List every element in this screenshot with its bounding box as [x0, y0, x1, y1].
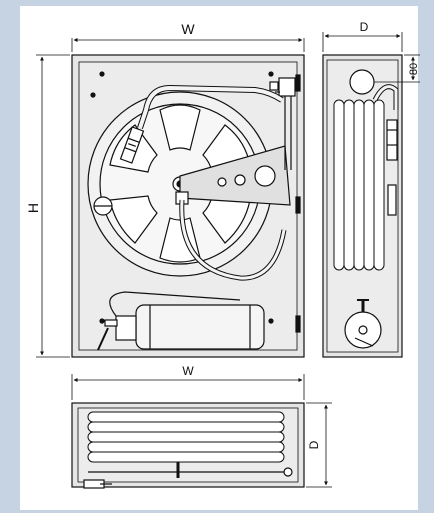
- stop-valve: [278, 77, 296, 97]
- side-valve-opening: [349, 69, 375, 95]
- side-depth-label: D: [360, 20, 369, 34]
- top-hose-coil: [87, 411, 285, 463]
- front-height-dimension: [36, 54, 70, 358]
- top-depth-label: D: [307, 440, 321, 449]
- side-depth-dimension: [322, 32, 403, 52]
- front-hinge-middle: [295, 196, 301, 214]
- side-offset-dimension: [374, 54, 420, 83]
- screw-top-left: [99, 71, 105, 77]
- top-view: [71, 402, 305, 489]
- top-width-label: W: [182, 364, 194, 378]
- side-nozzle: [386, 119, 398, 216]
- screw-bottom-right: [268, 318, 274, 324]
- front-width-label: W: [181, 21, 195, 37]
- fire-extinguisher: [97, 291, 265, 351]
- front-height-label: H: [25, 203, 41, 213]
- front-hinge-top: [295, 74, 301, 92]
- screw-bottom-left: [99, 318, 105, 324]
- swing-arm-bracket: [179, 145, 291, 206]
- screw-top-right: [268, 71, 274, 77]
- front-hinge-bottom: [295, 315, 301, 333]
- front-nozzle: [119, 126, 145, 164]
- side-hose-coil: [333, 84, 399, 271]
- front-view: [71, 54, 305, 358]
- top-depth-dimension: [306, 402, 332, 488]
- side-offset-label: 80: [408, 63, 420, 75]
- front-width-dimension: [71, 38, 305, 52]
- screw-left: [90, 92, 96, 98]
- top-width-dimension: [71, 374, 305, 400]
- side-view: [322, 54, 403, 358]
